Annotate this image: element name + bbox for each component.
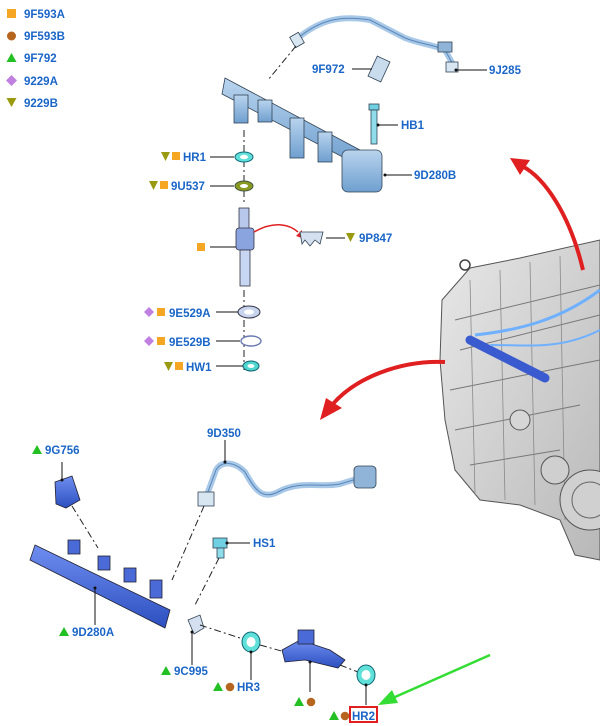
triangle-green-icon [329, 711, 339, 720]
legend-item-9229a: 9229A [6, 75, 58, 88]
part-label-hr3: HR3 [237, 682, 260, 694]
green-arrow [378, 653, 491, 705]
legend-code: 9F792 [24, 53, 57, 65]
square-orange-icon [197, 243, 205, 251]
part-label-hb1: HB1 [401, 120, 425, 132]
part-label-9f972: 9F972 [312, 64, 345, 76]
triangle-down-olive-icon [6, 98, 17, 107]
part-label-9d280a: 9D280A [72, 627, 114, 639]
part-label-group-9g756: 9G756 [32, 445, 80, 457]
circle-brown-icon [340, 711, 350, 721]
lower-labels: 9G756 9D350 HS1 9D280A 9C995 HR3 HR2 [32, 428, 378, 723]
legend-code: 9229B [24, 98, 58, 110]
legend-item-9229b: 9229B [6, 98, 58, 110]
part-label-9u537: 9U537 [171, 181, 205, 193]
part-label-9p847: 9P847 [359, 233, 392, 245]
legend: 9F593A 9F593B 9F792 9229A 9229B [6, 9, 65, 110]
legend-code: 9229A [24, 76, 58, 88]
diamond-purple-icon [6, 75, 17, 86]
part-label-group-hw1: HW1 [164, 362, 212, 374]
triangle-green-icon [6, 53, 17, 62]
lower-assembly [29, 440, 377, 705]
part-label-9j285: 9J285 [489, 65, 522, 77]
part-label-group-9e529a: 9E529A [144, 307, 211, 320]
triangle-green-icon [294, 697, 304, 706]
diamond-purple-icon [144, 307, 154, 317]
legend-code: 9F593A [24, 9, 65, 21]
square-orange-icon [175, 362, 183, 370]
triangle-green-icon [161, 666, 171, 675]
part-label-hr1: HR1 [183, 152, 207, 164]
square-orange-icon [157, 337, 165, 345]
square-orange-icon [172, 152, 180, 160]
square-orange-icon [160, 181, 168, 189]
upper-labels: 9F972 9J285 HB1 HR1 9U537 9D280B 9P847 9… [144, 64, 522, 374]
triangle-green-icon [59, 627, 69, 636]
part-label-9e529a: 9E529A [169, 308, 211, 320]
part-label-hr2: HR2 [352, 711, 375, 723]
part-label-group-9d280a: 9D280A [59, 627, 114, 639]
square-orange-icon [7, 9, 16, 18]
hr2-highlight-box [349, 706, 378, 723]
part-label-hs1: HS1 [253, 538, 276, 550]
triangle-down-olive-icon [346, 233, 355, 242]
square-orange-icon [157, 308, 165, 316]
upper-assembly [210, 15, 487, 372]
diamond-purple-icon [144, 336, 154, 346]
triangle-down-olive-icon [149, 181, 158, 190]
injector-label-group [294, 697, 316, 707]
part-label-group-9c995: 9C995 [161, 666, 208, 678]
part-label-group-hr1: HR1 [161, 152, 207, 164]
red-arrow-lower [320, 359, 446, 420]
legend-code: 9F593B [24, 31, 65, 43]
engine-illustration [439, 239, 600, 561]
red-arrow-upper [510, 158, 585, 271]
circle-brown-icon [7, 31, 16, 41]
part-label-hw1: HW1 [186, 362, 212, 374]
circle-brown-icon [225, 682, 235, 692]
circle-brown-icon [306, 697, 316, 707]
triangle-green-icon [213, 682, 223, 691]
part-label-group-hr3: HR3 [213, 682, 260, 694]
part-label-9d350: 9D350 [207, 428, 241, 440]
triangle-down-olive-icon [164, 362, 173, 371]
legend-item-9f593b: 9F593B [7, 31, 65, 43]
part-label-9e529b: 9E529B [169, 337, 211, 349]
legend-item-9f792: 9F792 [6, 53, 57, 65]
part-label-9d280b: 9D280B [414, 170, 456, 182]
triangle-green-icon [32, 445, 42, 454]
part-label-group-9u537: 9U537 [149, 181, 205, 193]
part-label-9g756: 9G756 [45, 445, 80, 457]
part-label-group-9p847: 9P847 [346, 233, 392, 245]
part-label-group-9e529b: 9E529B [144, 336, 211, 349]
triangle-down-olive-icon [161, 152, 170, 161]
part-label-group-hr2: HR2 [329, 706, 378, 723]
part-label-9c995: 9C995 [174, 666, 208, 678]
legend-item-9f593a: 9F593A [7, 9, 65, 21]
